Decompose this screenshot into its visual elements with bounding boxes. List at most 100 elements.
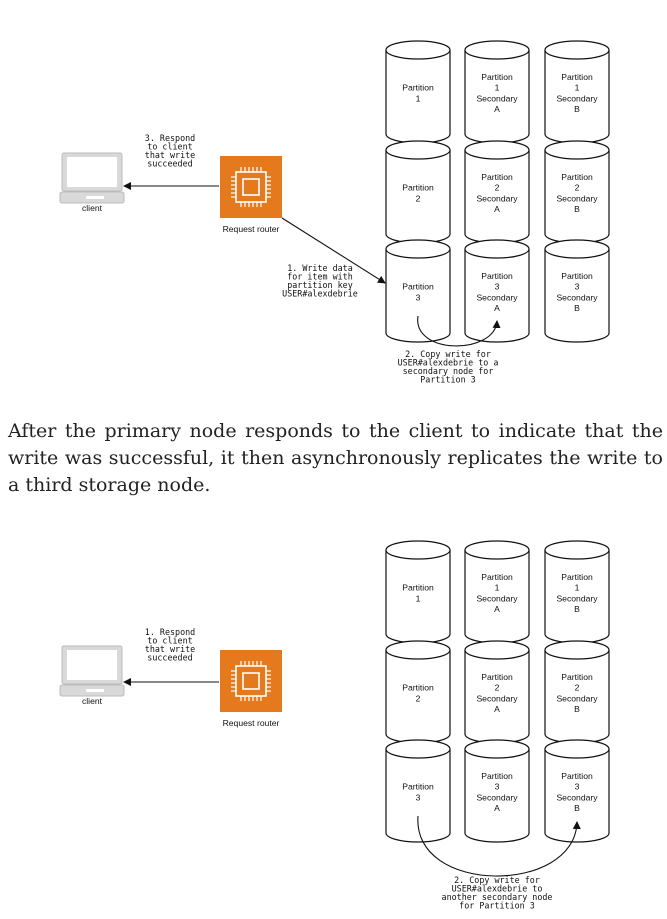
- partition-1-secA-node-label-line: 1: [495, 83, 500, 93]
- cylinder-top: [544, 239, 610, 259]
- cylinder-body: [464, 249, 530, 343]
- chip-icon: [235, 665, 267, 697]
- cylinder-top: [385, 739, 451, 759]
- copy-text-line: Partition 3: [420, 375, 475, 385]
- partition-2-secA-node-label-line: Secondary: [476, 693, 518, 703]
- partition-1-secA-node-label-line: Secondary: [476, 593, 518, 603]
- partition-1-secB-node-label-line: Secondary: [556, 593, 598, 603]
- laptop-screen: [67, 157, 117, 187]
- respond-text-line: that write: [145, 644, 195, 654]
- partition-1-primary-node-label-line: Partition: [402, 583, 434, 593]
- partition-2-secB-node-label-line: Secondary: [556, 693, 598, 703]
- partition-1-secA-node-label-line: A: [494, 104, 500, 114]
- cylinder-top: [385, 239, 451, 259]
- cylinder-top: [385, 40, 451, 60]
- router-label: Request router: [223, 718, 280, 728]
- client-laptop-icon: client: [59, 152, 125, 213]
- cylinder-top: [464, 540, 530, 560]
- cylinder-top: [544, 40, 610, 60]
- copy-text-line: for Partition 3: [459, 901, 535, 911]
- router-label: Request router: [223, 224, 280, 234]
- partition-1-primary-node-label-line: 1: [416, 593, 421, 603]
- cylinder-top: [544, 739, 610, 759]
- partition-2-secA-node-label-line: Partition: [481, 672, 513, 682]
- cylinder-body: [464, 749, 530, 843]
- partition-2-secA-node-label-line: Partition: [481, 172, 513, 182]
- copy-text-line: USER#alexdebrie to a: [398, 358, 499, 368]
- partition-2-secB-node-label-line: Secondary: [556, 193, 598, 203]
- cylinder-top: [464, 739, 530, 759]
- partition-3-secB-node-label-line: B: [574, 303, 580, 313]
- partition-2-secB-node-label-line: Partition: [561, 172, 593, 182]
- partition-2-secB-node-label-line: 2: [575, 683, 580, 693]
- cylinder-top: [544, 140, 610, 160]
- partition-3-secA-node-label-line: Partition: [481, 771, 513, 781]
- partition-3-secB-node-label-line: Partition: [561, 271, 593, 281]
- partition-3-primary-node-label-line: 3: [416, 292, 421, 302]
- cylinder-top: [544, 640, 610, 660]
- partition-1-secB-node-label-line: B: [574, 104, 580, 114]
- partition-3-secA-node-label-line: A: [494, 803, 500, 813]
- partition-2-primary-node-label-line: Partition: [402, 683, 434, 693]
- partition-1-secB-node-label-line: 1: [575, 583, 580, 593]
- partition-2-secA-node-label-line: 2: [495, 183, 500, 193]
- cylinder-top: [464, 140, 530, 160]
- respond-text-line: to client: [147, 636, 192, 646]
- partition-2-secB-node-label-line: Partition: [561, 672, 593, 682]
- copy-text-line: 2. Copy write for: [454, 875, 540, 885]
- partition-3-secA-node-label-line: 3: [495, 782, 500, 792]
- cylinder-body: [544, 749, 610, 843]
- partition-3-secB-node-label-line: Partition: [561, 771, 593, 781]
- chip-core-icon: [242, 178, 260, 196]
- cylinder-top: [464, 239, 530, 259]
- cylinder-top: [544, 540, 610, 560]
- partition-2-secB-node-label-line: B: [574, 704, 580, 714]
- cylinder-top: [464, 640, 530, 660]
- partition-3-secA-node-label-line: Secondary: [476, 292, 518, 302]
- partition-1-secB-node-label-line: 1: [575, 83, 580, 93]
- partition-3-secA-node-label-line: Secondary: [476, 792, 518, 802]
- partition-2-secA-node-label-line: A: [494, 204, 500, 214]
- partition-1-secA-node-label-line: 1: [495, 583, 500, 593]
- partition-3-primary-node-label-line: 3: [416, 792, 421, 802]
- laptop-trackpad: [86, 689, 104, 692]
- chip-icon: [235, 171, 267, 203]
- respond-text-line: to client: [147, 142, 192, 152]
- partition-2-primary-node-label-line: 2: [416, 693, 421, 703]
- partition-3-secA-node-label-line: Partition: [481, 271, 513, 281]
- respond-text-line: 1. Respond: [145, 627, 195, 637]
- client-laptop-icon: client: [59, 645, 125, 706]
- diagram-1-svg: Partition1Partition1SecondaryAPartition1…: [59, 40, 610, 385]
- cylinder-body: [544, 249, 610, 343]
- write-text-line: partition key: [287, 280, 353, 290]
- write-text-line: for item with: [287, 272, 353, 282]
- partition-3-secB-node-label-line: Secondary: [556, 792, 598, 802]
- cylinder-top: [385, 140, 451, 160]
- partition-2-secB-node-label-line: B: [574, 204, 580, 214]
- request-router: Request router: [220, 156, 282, 234]
- copy-text-line: USER#alexdebrie to: [452, 884, 543, 894]
- partition-1-secB-node-label-line: Partition: [561, 572, 593, 582]
- partition-1-secA-node-label-line: A: [494, 604, 500, 614]
- cylinder-top: [385, 640, 451, 660]
- client-label: client: [82, 696, 103, 706]
- respond-text-line: 3. Respond: [145, 133, 195, 143]
- partition-1-secA-node-label-line: Secondary: [476, 93, 518, 103]
- partition-3-secB-node-label-line: 3: [575, 782, 580, 792]
- respond-text-line: succeeded: [147, 159, 192, 169]
- router-box: [220, 156, 282, 218]
- chip-core-icon: [242, 672, 260, 690]
